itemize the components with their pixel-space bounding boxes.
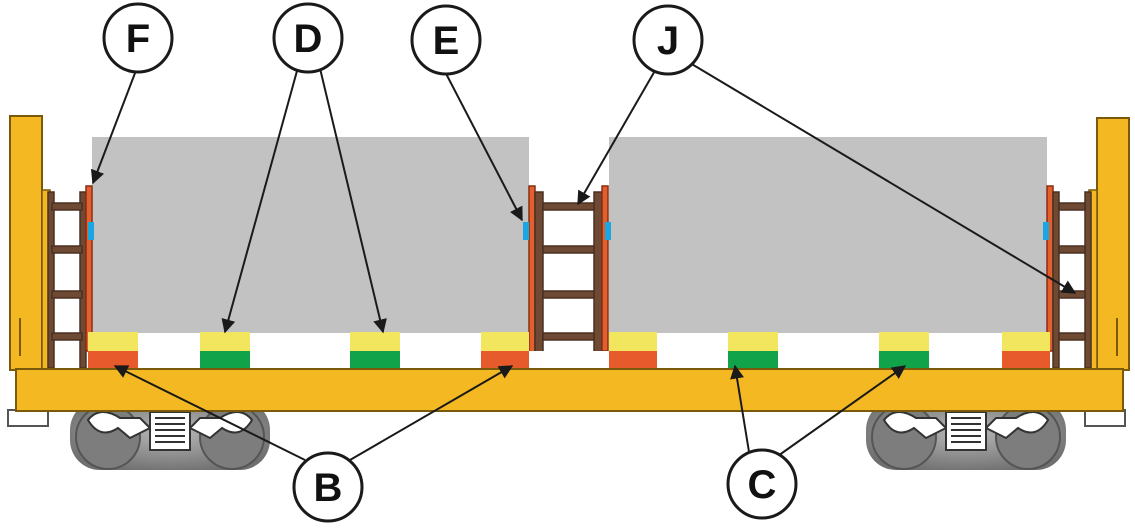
leader-J-2	[684, 59, 1077, 294]
spacer-blue-4	[1043, 222, 1049, 240]
bulkhead-frame-center	[528, 185, 609, 369]
bulkhead-frame-left-end	[47, 185, 93, 369]
car-deck	[15, 368, 1124, 412]
callout-label-C: C	[748, 463, 777, 507]
blocking-green-1	[200, 351, 250, 369]
blocking-green-3	[728, 351, 778, 369]
callout-label-E: E	[433, 19, 460, 63]
callout-B: B	[292, 451, 364, 523]
blocking-orange-1	[88, 351, 138, 369]
end-bulkhead-left	[9, 115, 51, 371]
leader-J-1	[577, 61, 661, 206]
callout-label-D: D	[294, 17, 323, 61]
coupler-left	[7, 409, 49, 427]
deck-strip	[88, 351, 1050, 369]
blocking-group	[88, 332, 1050, 369]
callout-label-B: B	[314, 466, 343, 510]
blocking-orange-3	[609, 351, 657, 369]
end-bulkhead-right	[1088, 117, 1130, 371]
callout-C: C	[726, 448, 798, 520]
bulkhead-frame-right-end	[1046, 185, 1092, 369]
leader-B-2	[349, 365, 514, 461]
spacer-blue-3	[605, 222, 611, 240]
callout-J: J	[632, 4, 704, 76]
blocking-green-2	[350, 351, 400, 369]
leader-D-2	[317, 59, 387, 334]
leader-lines	[90, 59, 1077, 461]
leader-E	[439, 61, 523, 222]
spacer-blue-1	[88, 222, 94, 240]
callout-label-J: J	[657, 19, 679, 63]
spacer-blue-2	[523, 222, 529, 240]
leader-F	[90, 59, 141, 185]
callout-E: E	[410, 4, 482, 76]
load-right	[609, 137, 1047, 333]
coupler-right	[1084, 409, 1126, 427]
load-left	[92, 137, 529, 333]
blocking-orange-4	[1002, 351, 1050, 369]
leader-C-1	[730, 364, 751, 459]
leader-C-2	[774, 365, 907, 459]
blocking-orange-2	[481, 351, 529, 369]
leader-D-1	[221, 59, 301, 334]
leader-B-1	[113, 365, 306, 461]
callout-label-F: F	[126, 17, 150, 61]
truck-right	[866, 400, 1066, 470]
callout-F: F	[102, 2, 174, 74]
callout-D: D	[272, 2, 344, 74]
blocking-green-4	[879, 351, 929, 369]
